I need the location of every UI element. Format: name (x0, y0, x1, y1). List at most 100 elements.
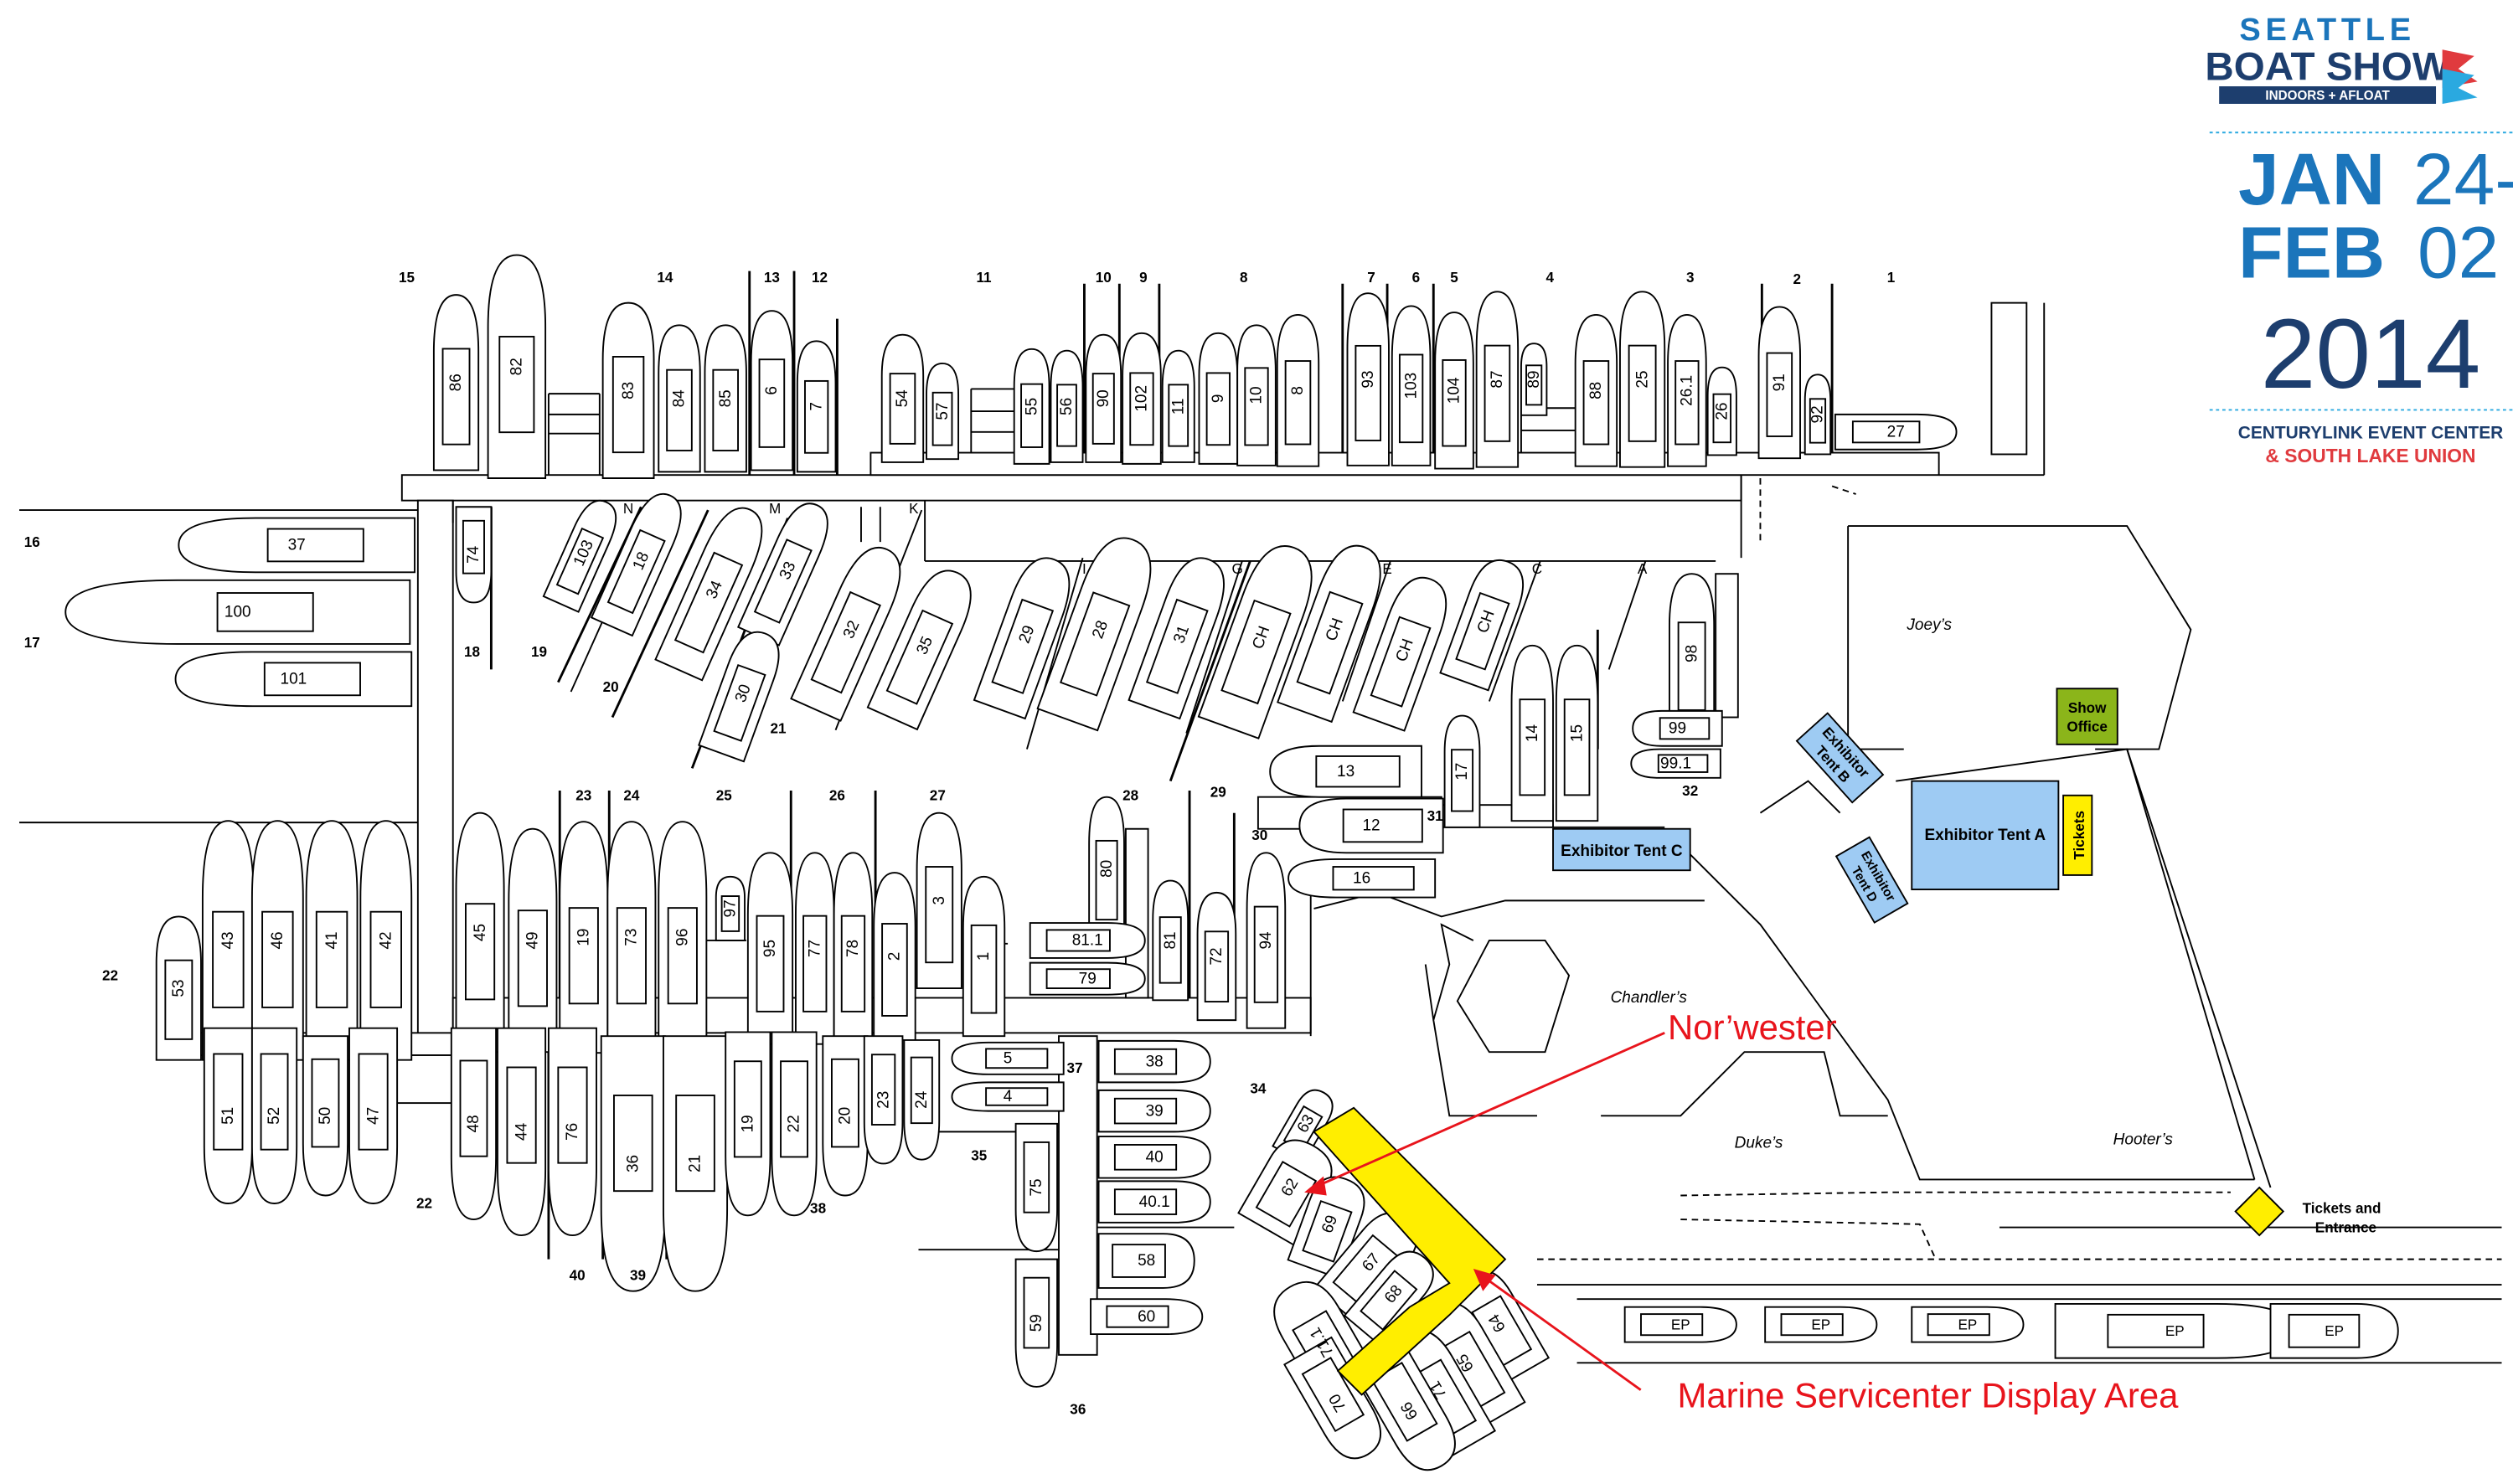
boat-slip-ep[interactable] (1911, 1306, 2025, 1343)
boat-slip-top_row[interactable] (1520, 343, 1548, 416)
boat-slip-south_row[interactable] (663, 1035, 729, 1292)
boat-slip-top_row[interactable] (1050, 349, 1084, 463)
boat-slip-middle_row[interactable] (916, 812, 962, 990)
boat-slip-angled[interactable] (542, 494, 624, 613)
boat-slip-top_row[interactable] (658, 324, 701, 473)
boat-slip-top_row[interactable] (1198, 332, 1239, 465)
boat-slip-top_row[interactable] (1161, 349, 1195, 463)
boat-slip-top_row[interactable] (601, 301, 655, 479)
boat-slip-south_row[interactable] (951, 1081, 1065, 1112)
boat-slip-middle_row[interactable] (658, 821, 708, 1054)
boat-slip-top_row[interactable] (1276, 313, 1320, 467)
boat-slip-angled[interactable] (1298, 797, 1444, 854)
boat-slip-angled[interactable] (1510, 644, 1554, 822)
boat-slip-south_row[interactable] (951, 1041, 1065, 1075)
boat-slip-south_row[interactable] (903, 1038, 941, 1161)
boat-slip-top_row[interactable] (750, 310, 794, 471)
boat-slip-top_row[interactable] (880, 333, 925, 463)
boat-slip-middle_row[interactable] (455, 812, 505, 1054)
boat-slip-south_row[interactable] (1097, 1039, 1211, 1084)
exhibitor-tent-b[interactable] (1795, 712, 1885, 804)
boat-slip-middle_row[interactable] (250, 820, 304, 1061)
boat-slip-top_row[interactable] (1475, 291, 1520, 468)
exhibitor-tent-c[interactable] (1552, 827, 1691, 872)
boat-slip-middle_row[interactable] (305, 820, 359, 1061)
boat-slip-top_row[interactable] (1757, 306, 1801, 460)
boat-slip-angled[interactable] (1197, 537, 1324, 739)
boat-slip-angled[interactable] (1669, 573, 1716, 734)
boat-slip-top_row[interactable] (796, 340, 837, 473)
boat-slip-south_row[interactable] (1283, 1336, 1391, 1468)
boat-slip-south_row[interactable] (1097, 1136, 1211, 1179)
boat-slip-top_row[interactable] (1803, 374, 1832, 456)
boat-slip-angled[interactable] (1277, 538, 1391, 724)
boat-slip-south_row[interactable] (250, 1027, 298, 1204)
boat-slip-middle_row[interactable] (873, 872, 916, 1041)
boat-slip-ep[interactable] (2054, 1302, 2296, 1359)
boat-slip-top_row[interactable] (1619, 291, 1666, 468)
boat-slip-south_row[interactable] (497, 1027, 547, 1237)
boat-slip-angled[interactable] (1352, 570, 1457, 732)
boat-slip-angled[interactable] (1630, 748, 1721, 779)
boat-slip-top_row[interactable] (1706, 366, 1737, 456)
boat-slip-middle_row[interactable] (962, 875, 1006, 1038)
boat-slip-middle_row[interactable] (833, 852, 874, 1045)
boat-slip-middle_row[interactable] (606, 821, 657, 1054)
boat-slip-middle_row[interactable] (359, 820, 413, 1061)
boat-slip-angled[interactable] (698, 626, 787, 763)
boat-slip-middle_row[interactable] (1246, 852, 1287, 1029)
boat-slip-angled[interactable] (790, 538, 911, 722)
boat-slip-middle_row[interactable] (155, 915, 202, 1061)
boat-slip-angled[interactable] (654, 499, 773, 682)
boat-slip-top_row[interactable] (1834, 413, 1958, 451)
boat-slip-middle_row[interactable] (1196, 891, 1237, 1022)
boat-slip-south_row[interactable] (725, 1031, 771, 1217)
boat-slip-south_row[interactable] (203, 1027, 253, 1204)
boat-slip-top_row[interactable] (487, 254, 547, 479)
boat-slip-west[interactable] (178, 517, 415, 574)
boat-slip-ep[interactable] (1764, 1306, 1878, 1343)
boat-slip-angled[interactable] (1127, 550, 1235, 720)
boat-slip-top_row[interactable] (704, 324, 747, 473)
boat-slip-angled[interactable] (590, 487, 690, 637)
boat-slip-top_row[interactable] (1085, 333, 1122, 463)
boat-slip-angled[interactable] (736, 496, 837, 647)
exhibitor-tent-a[interactable] (1911, 780, 2060, 891)
boat-slip-south_row[interactable] (547, 1027, 597, 1237)
boat-slip-angled[interactable] (866, 562, 983, 731)
boat-slip-west[interactable] (174, 651, 413, 708)
boat-slip-top_row[interactable] (432, 294, 480, 471)
boat-slip-angled[interactable] (1036, 528, 1164, 732)
boat-slip-west[interactable] (65, 579, 411, 645)
boat-slip-south_row[interactable] (863, 1035, 904, 1165)
boat-slip-top_row[interactable] (1391, 305, 1432, 466)
boat-slip-top_row[interactable] (1236, 324, 1277, 466)
boat-slip-south_row[interactable] (822, 1035, 869, 1197)
show-office-box[interactable] (2056, 688, 2118, 745)
boat-slip-middle_row[interactable] (1029, 922, 1146, 959)
boat-slip-top_row[interactable] (1013, 348, 1050, 465)
boat-slip-south_row[interactable] (348, 1027, 399, 1204)
boat-slip-south_row[interactable] (1343, 1242, 1442, 1347)
boat-slip-south_row[interactable] (1097, 1233, 1195, 1289)
boat-slip-ep[interactable] (2269, 1302, 2399, 1359)
entrance-marker[interactable] (2234, 1186, 2285, 1237)
boat-slip-middle_row[interactable] (1088, 796, 1125, 941)
tickets-box[interactable] (2062, 794, 2093, 876)
boat-slip-south_row[interactable] (1014, 1258, 1059, 1388)
boat-slip-top_row[interactable] (1574, 313, 1618, 467)
boat-slip-middle_row[interactable] (715, 875, 746, 941)
boat-slip-south_row[interactable] (771, 1031, 818, 1217)
boat-slip-top_row[interactable] (1434, 312, 1474, 470)
boat-slip-south_row[interactable] (1097, 1180, 1211, 1224)
boat-slip-west[interactable] (455, 506, 493, 604)
boat-slip-angled[interactable] (1269, 745, 1422, 798)
boat-slip-angled[interactable] (973, 550, 1080, 720)
boat-slip-middle_row[interactable] (746, 852, 794, 1045)
boat-slip-south_row[interactable] (1097, 1089, 1211, 1133)
boat-slip-middle_row[interactable] (1029, 961, 1146, 996)
boat-slip-angled[interactable] (1287, 858, 1437, 899)
boat-slip-top_row[interactable] (1667, 313, 1707, 467)
boat-slip-angled[interactable] (1632, 709, 1723, 747)
boat-slip-top_row[interactable] (1346, 292, 1390, 466)
